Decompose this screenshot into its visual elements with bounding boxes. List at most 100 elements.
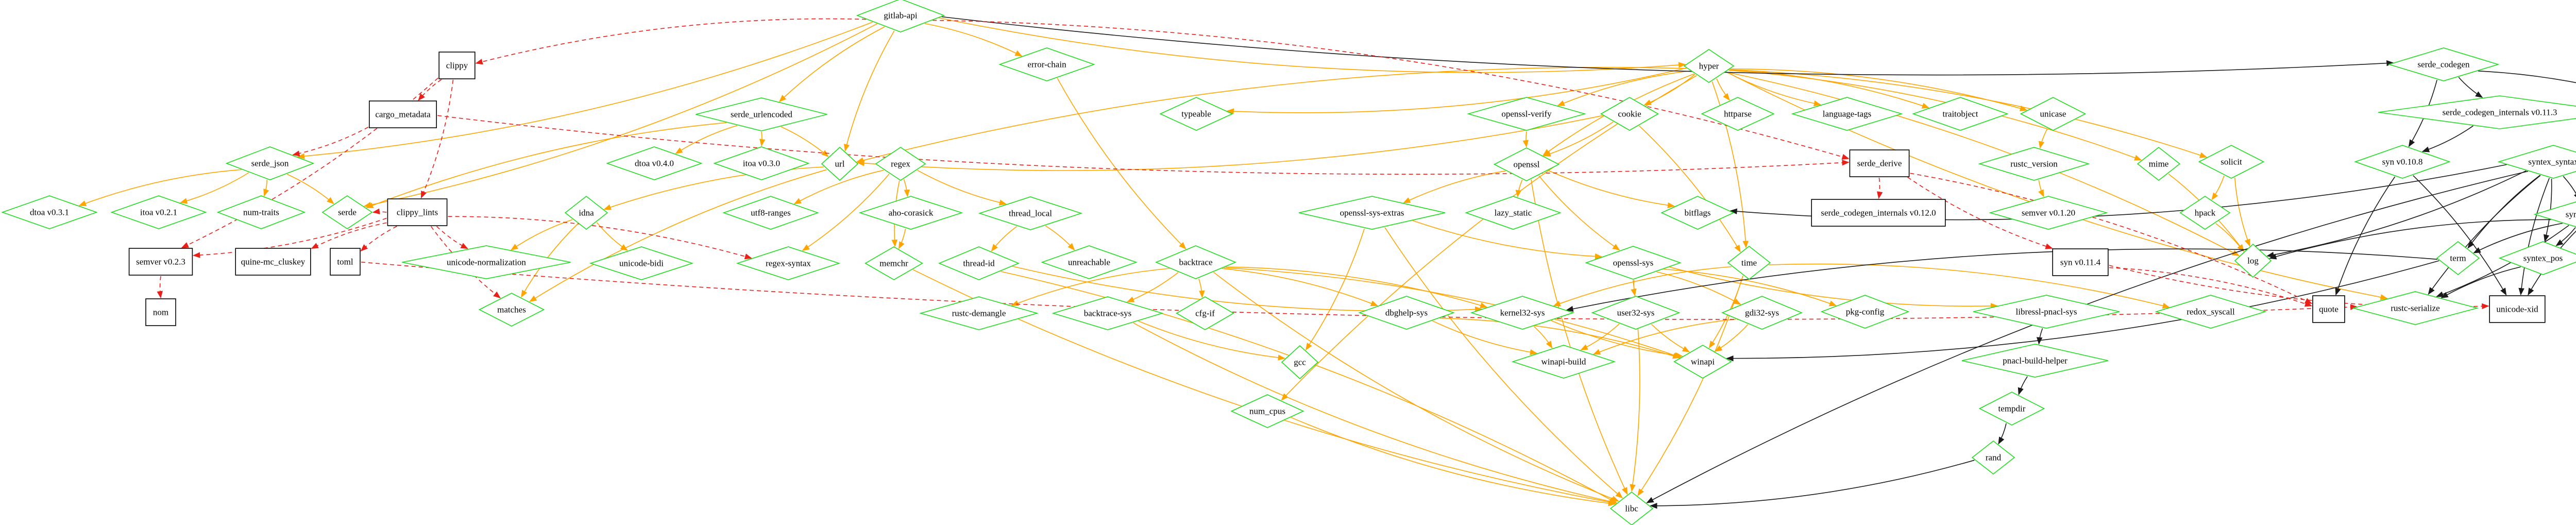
node-url-label: url	[835, 159, 845, 169]
edge-dbghelp-sys-to-winapi-build	[1432, 320, 1538, 355]
node-pkg-config: pkg-config	[1820, 295, 1910, 329]
edge-clippy-to-cargo_metadata	[418, 79, 442, 101]
edge-gdi32-sys-to-winapi-build	[1592, 318, 1736, 355]
edge-openssl-sys-extras-to-libc	[1384, 227, 1623, 499]
edge-openssl-to-libc	[1531, 179, 1628, 495]
edge-solicit-to-log	[2234, 177, 2250, 247]
node-dbghelp-sys-shape	[1358, 296, 1455, 330]
node-traitobject-label: traitobject	[1943, 109, 1978, 119]
node-itoa030-shape	[713, 146, 810, 180]
edge-user32-sys-to-winapi	[1651, 324, 1690, 352]
node-unreachable: unreachable	[1041, 245, 1138, 279]
node-serde_codegen: serde_codegen	[2387, 47, 2500, 81]
node-unicase: unicase	[2020, 97, 2087, 131]
node-dtoa031-shape	[1, 195, 98, 229]
node-serde_derive-label: serde_derive	[1857, 159, 1902, 168]
node-dtoa031: dtoa v0.3.1	[1, 195, 98, 229]
node-memchr-label: memchr	[879, 259, 908, 268]
node-pnacl-build-helper: pnacl-build-helper	[1961, 344, 2109, 378]
node-httparse-shape	[1701, 97, 1775, 131]
edge-serde_derive-to-sci0120	[1876, 177, 1883, 199]
node-hyper: hyper	[1683, 49, 1735, 83]
node-regex-shape	[875, 147, 926, 181]
node-quote: quote	[2312, 295, 2345, 323]
node-num_cpus: num_cpus	[1230, 394, 1304, 428]
node-serde: serde	[321, 195, 373, 229]
node-log-label: log	[2247, 256, 2259, 266]
node-semver0120: semver v0.1.20	[1988, 196, 2109, 230]
node-memchr: memchr	[865, 246, 923, 280]
node-rustc-demangle-label: rustc-demangle	[952, 309, 1006, 318]
edge-serde_json-to-num-traits	[263, 179, 269, 197]
edge-cookie-to-time	[1639, 125, 1741, 253]
node-cookie: cookie	[1600, 97, 1659, 131]
node-itoa030: itoa v0.3.0	[713, 146, 810, 180]
node-syn0114: syn v0.11.4	[2052, 248, 2109, 276]
node-toml-label: toml	[337, 257, 353, 267]
edge-syntex_pos-to-rustc-serialize	[2441, 266, 2521, 298]
node-openssl-sys-label: openssl-sys	[1613, 258, 1653, 268]
edge-clippy-to-clippy_lints	[420, 79, 454, 199]
node-cfg-if-label: cfg-if	[1195, 309, 1215, 318]
node-clippy: clippy	[438, 52, 476, 79]
node-num_cpus-label: num_cpus	[1249, 407, 1285, 416]
node-quine-mc_cluskey-label: quine-mc_cluskey	[241, 257, 306, 267]
edge-syntex_errors-to-rustc-serialize	[2436, 225, 2569, 297]
node-time-shape	[1727, 245, 1771, 280]
node-backtrace-sys-label: backtrace-sys	[1084, 309, 1132, 318]
edge-gitlab-api-to-serde_codegen	[941, 16, 2394, 76]
node-serde-label: serde	[338, 208, 357, 217]
edge-serde_derive-to-quote	[1910, 173, 2313, 304]
node-thread-id-label: thread-id	[963, 259, 995, 268]
node-utf8-ranges: utf8-ranges	[722, 196, 819, 230]
edge-idna-to-unicode-bidi	[596, 222, 628, 251]
edge-pnacl-build-helper-to-tempdir	[2018, 376, 2028, 395]
edge-gitlab-api-to-error-chain	[924, 23, 1023, 57]
node-serde_json-shape	[225, 146, 315, 180]
node-openssl-sys-extras-label: openssl-sys-extras	[1340, 208, 1404, 218]
edge-syntex_syntax-to-log	[2266, 170, 2527, 258]
node-traitobject: traitobject	[1912, 97, 2009, 131]
node-solicit-shape	[2198, 145, 2265, 179]
node-dbghelp-sys-label: dbghelp-sys	[1385, 308, 1428, 318]
edge-semver023-to-nom	[157, 276, 163, 299]
edge-aho-corasick-to-memchr	[898, 228, 906, 249]
node-syntex_syntax-label: syntex_syntax	[2528, 157, 2576, 167]
edge-time-to-libc	[1637, 275, 1743, 497]
node-syntex_pos-label: syntex_pos	[2523, 253, 2563, 263]
node-bitflags: bitflags	[1660, 196, 1735, 230]
edge-url-to-idna	[603, 166, 824, 210]
node-aho-corasick-shape	[858, 196, 963, 230]
edge-backtrace-to-kernel32-sys	[1226, 266, 1488, 309]
node-matches: matches	[478, 293, 545, 327]
edge-serde_codegen-to-syntex	[2478, 71, 2576, 83]
node-rustc-serialize: rustc-serialize	[2351, 291, 2479, 325]
edge-openssl-to-bitflags	[1548, 170, 1675, 209]
edge-url-to-matches	[529, 169, 827, 302]
node-httparse: httparse	[1701, 97, 1775, 131]
node-quote-shape	[2312, 295, 2345, 323]
edge-backtrace-to-libc	[1213, 272, 1619, 502]
node-num_cpus-shape	[1230, 394, 1304, 428]
node-openssl-label: openssl	[1514, 160, 1540, 170]
node-backtrace-sys-shape	[1052, 296, 1164, 330]
node-matches-shape	[478, 293, 545, 327]
node-serde_derive: serde_derive	[1849, 149, 1910, 177]
edge-openssl-to-lazy_static	[1515, 179, 1523, 198]
node-dtoa040: dtoa v0.4.0	[606, 146, 703, 180]
edge-cookie-to-url	[857, 115, 1603, 171]
node-libc: libc	[1609, 491, 1654, 525]
node-winapi: winapi	[1673, 345, 1732, 379]
node-num-traits: num-traits	[216, 195, 306, 229]
node-gcc: gcc	[1281, 345, 1319, 380]
node-dtoa040-label: dtoa v0.4.0	[635, 159, 674, 168]
node-sci0113-shape	[2378, 95, 2576, 129]
edge-serde_codegen-to-sci0113	[2458, 77, 2483, 98]
node-memchr-shape	[865, 246, 923, 280]
node-toml: toml	[330, 248, 361, 276]
node-cookie-label: cookie	[1618, 109, 1641, 119]
edge-serde_urlencoded-to-itoa030	[759, 131, 766, 147]
node-rustc-serialize-label: rustc-serialize	[2391, 303, 2439, 313]
node-typeable-label: typeable	[1181, 109, 1211, 119]
